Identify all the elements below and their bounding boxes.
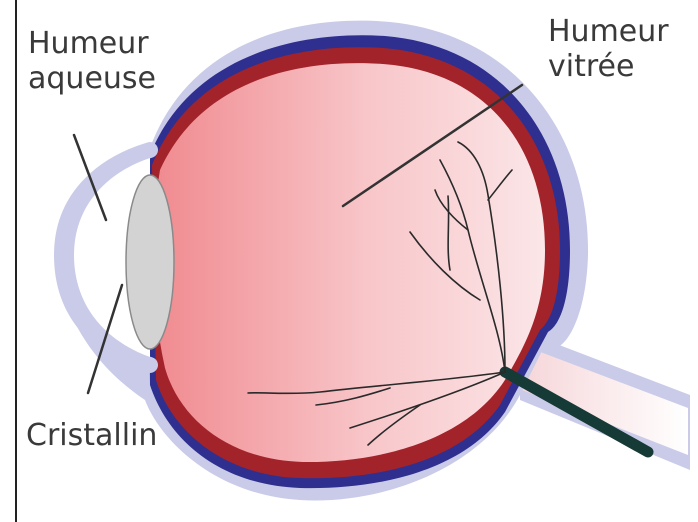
aqueous-humor-label-line1: Humeur [28,26,156,61]
vitreous-humor-label-line1: Humeur [548,14,669,49]
vitreous-body [153,63,545,462]
aqueous-humor-label: Humeur aqueuse [28,26,156,97]
lens-label: Cristallin [26,418,157,453]
aqueous-humor-label-line2: aqueuse [28,61,156,96]
vitreous-humor-label-line2: vitrée [548,49,669,84]
vitreous-humor-label: Humeur vitrée [548,14,669,85]
lens-label-text: Cristallin [26,418,157,453]
lens-cristallin [126,175,174,349]
